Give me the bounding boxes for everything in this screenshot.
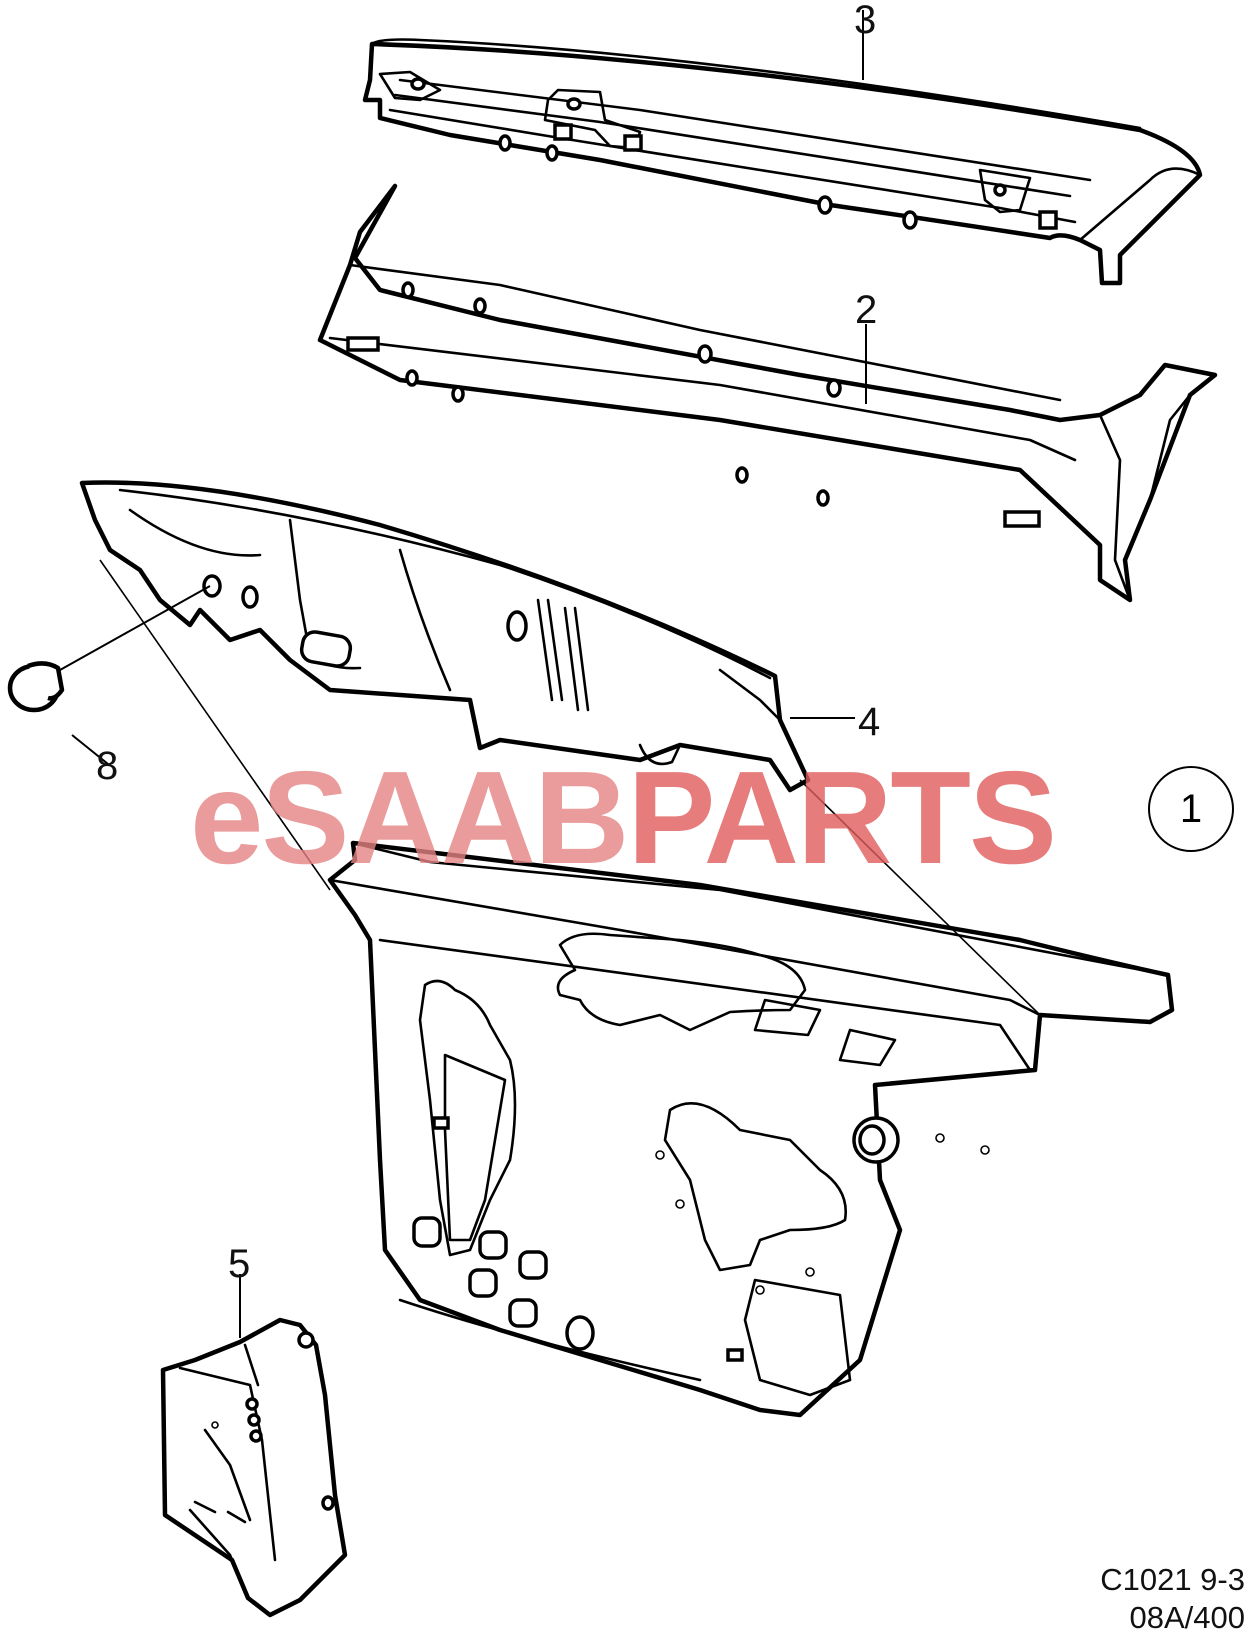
part-5-bracket	[160, 1317, 348, 1618]
part-2-cross-member	[317, 183, 1218, 603]
watermark-part-a: eSAAB	[190, 744, 629, 891]
callout-5: 5	[228, 1242, 251, 1286]
callout-8: 8	[96, 744, 119, 788]
callout-4: 4	[858, 700, 881, 744]
diagram-reference-code: C1021 9-3	[1100, 1562, 1245, 1597]
part-4-deflector	[79, 480, 811, 793]
watermark-part-b: PARTS	[627, 744, 1057, 891]
callout-3: 3	[854, 0, 877, 42]
leader-lines	[59, 10, 1041, 1338]
part-3-upper-cowl	[362, 38, 1203, 286]
callout-2: 2	[855, 288, 878, 332]
part-1-bulkhead	[327, 840, 1175, 1418]
callout-1-circled: 1	[1148, 766, 1234, 852]
watermark-logo: eSAABPARTS	[190, 742, 1057, 893]
callout-1: 1	[1179, 786, 1203, 831]
diagram-reference-page: 08A/400	[1129, 1600, 1246, 1635]
part-8-plug	[7, 661, 65, 713]
